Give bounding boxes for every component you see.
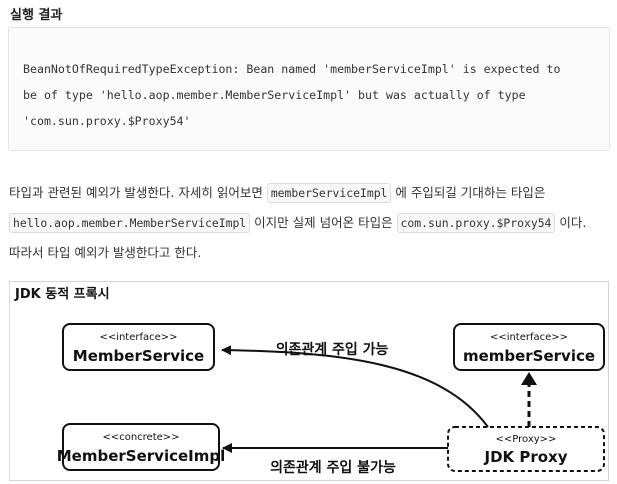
box-name: MemberServiceImpl	[57, 447, 226, 465]
diagram: JDK 동적 프록시 <<interface>> MemberService <…	[9, 281, 609, 481]
member-service-impl-box: <<concrete>> MemberServiceImpl	[57, 423, 226, 471]
box-name: MemberService	[73, 347, 204, 365]
paragraph-text: 타입과 관련된 예외가 발생한다. 자세히 읽어보면	[9, 185, 267, 200]
section-title: 실행 결과	[10, 8, 63, 23]
inline-code: com.sun.proxy.$Proxy54	[396, 213, 556, 233]
paragraph-text: 따라서 타입 예외가 발생한다고 한다.	[9, 245, 202, 260]
inline-code: memberServiceImpl	[266, 183, 392, 203]
paragraph-text: 이다.	[555, 215, 587, 230]
member-service-variable-box: <<interface>> memberService	[453, 323, 605, 371]
inline-code: hello.aop.member.MemberServiceImpl	[9, 213, 251, 233]
explanation-paragraph: 타입과 관련된 예외가 발생한다. 자세히 읽어보면 memberService…	[9, 178, 609, 267]
box-stereotype: <<interface>>	[490, 332, 568, 343]
arrow-label-impossible: 의존관계 주입 불가능	[270, 459, 396, 476]
diagram-svg: JDK 동적 프록시 <<interface>> MemberService <…	[14, 286, 605, 476]
injection-possible-arrow	[221, 345, 489, 428]
box-name: JDK Proxy	[483, 448, 567, 466]
diagram-title: JDK 동적 프록시	[14, 286, 110, 302]
code-line: be of type 'hello.aop.member.MemberServi…	[23, 88, 526, 102]
code-line: 'com.sun.proxy.$Proxy54'	[23, 114, 191, 128]
box-stereotype: <<Proxy>>	[496, 434, 557, 445]
paragraph-text: 에 주입되길 기대하는 타입은	[391, 185, 546, 200]
code-block: BeanNotOfRequiredTypeException: Bean nam…	[8, 27, 610, 151]
member-service-interface-box: <<interface>> MemberService	[62, 323, 215, 371]
code-line: BeanNotOfRequiredTypeException: Bean nam…	[23, 62, 561, 76]
jdk-proxy-box: <<Proxy>> JDK Proxy	[447, 426, 605, 472]
box-stereotype: <<interface>>	[99, 332, 177, 343]
box-stereotype: <<concrete>>	[102, 432, 179, 443]
arrow-label-possible: 의존관계 주입 가능	[276, 341, 389, 358]
paragraph-text: 이지만 실제 넘어온 타입은	[250, 215, 397, 230]
box-name: memberService	[463, 347, 595, 365]
implements-arrow	[521, 372, 537, 427]
